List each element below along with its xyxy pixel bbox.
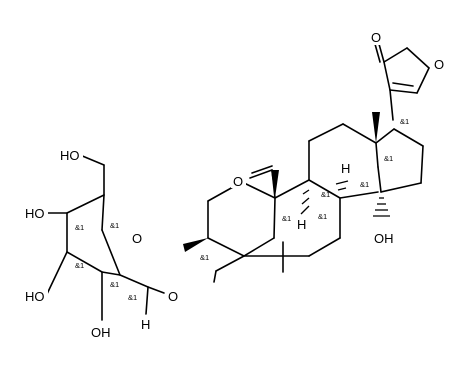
h9-label: H xyxy=(297,217,306,232)
svg-text:&1: &1 xyxy=(318,212,327,221)
h-hash-bonds xyxy=(300,180,349,215)
aldehyde-group xyxy=(249,165,279,199)
svg-text:&1: &1 xyxy=(360,180,369,189)
hydroxyl-14-label: OH xyxy=(374,231,394,246)
sugar-ring-oxygen-label: O xyxy=(132,231,142,246)
ho-6-label: HO xyxy=(60,148,80,163)
steroid-d-ring xyxy=(375,128,424,193)
svg-text:&1: &1 xyxy=(128,293,137,302)
stereo-labels: &1 &1 &1 &1 &1 &1 &1 &1 &1 &1 &1 &1 xyxy=(75,117,409,302)
ho-3-label: HO xyxy=(25,289,45,304)
lactone-ring-oxygen-label: O xyxy=(434,57,444,72)
glycosidic-link xyxy=(183,237,209,252)
ho-4-label: HO xyxy=(25,206,45,221)
svg-text:&1: &1 xyxy=(282,214,291,223)
steroid-c-ring xyxy=(308,123,379,199)
svg-text:&1: &1 xyxy=(75,223,84,232)
svg-text:&1: &1 xyxy=(321,190,330,199)
svg-text:&1: &1 xyxy=(384,154,393,163)
svg-text:&1: &1 xyxy=(75,261,84,270)
methyl-wedge xyxy=(372,112,380,143)
pyranose-ring xyxy=(46,154,165,321)
steroid-a-ring xyxy=(207,181,276,257)
glycosidic-oxygen-label: O xyxy=(168,289,178,304)
svg-text:&1: &1 xyxy=(110,221,119,230)
steroid-b-ring xyxy=(213,179,341,283)
svg-text:&1: &1 xyxy=(200,253,209,262)
hydroxyl-2-label: OH xyxy=(91,325,111,340)
svg-text:&1: &1 xyxy=(400,117,409,126)
svg-text:&1: &1 xyxy=(110,280,119,289)
aldehyde-oxygen-label: O xyxy=(233,174,243,189)
butenolide-ring xyxy=(374,43,430,121)
h8-label: H xyxy=(341,161,350,176)
carbonyl-oxygen-label: O xyxy=(371,30,381,45)
atom-labels: O O O OH H H O O HO HO HO OH H xyxy=(23,29,446,340)
oh-hash-bond xyxy=(373,197,390,217)
anomeric-h-label: H xyxy=(141,317,150,332)
